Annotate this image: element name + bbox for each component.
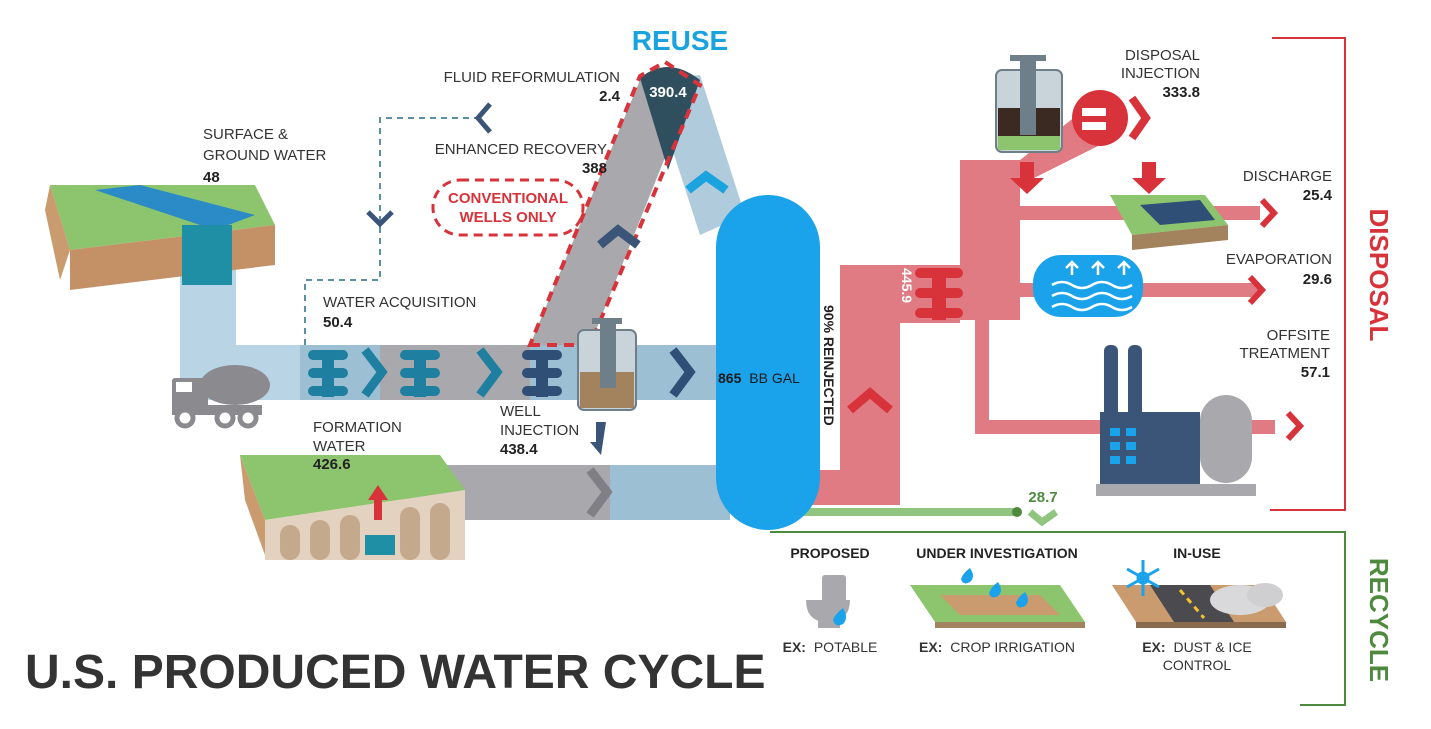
investigation-text: CROP IRRIGATION <box>950 639 1075 655</box>
enhanced-recovery-label: ENHANCED RECOVERY <box>435 141 607 158</box>
factory-icon <box>1096 345 1256 496</box>
water-acquisition-value: 50.4 <box>323 314 353 331</box>
evaporation-value: 29.6 <box>1303 271 1332 288</box>
well-injection-value: 438.4 <box>500 441 538 458</box>
disposal-label: DISPOSAL <box>1364 209 1394 342</box>
evaporation-pond-icon <box>1033 255 1143 317</box>
well-injection-label: WELL <box>500 403 541 420</box>
enhanced-recovery-value: 388 <box>582 160 607 177</box>
formation-water-block <box>240 455 465 560</box>
disposal-wellhead-icon <box>995 55 1063 153</box>
conventional-wells-line2: WELLS ONLY <box>460 209 557 226</box>
snowflake-icon <box>1126 560 1160 596</box>
disposal-riser <box>800 265 900 505</box>
investigation-ex: EX: <box>919 639 942 655</box>
reuse-up-pipe <box>530 80 690 345</box>
storage-tank <box>716 195 820 530</box>
offsite-treatment-label: OFFSITE <box>1267 327 1330 344</box>
toilet-icon <box>806 575 850 628</box>
reuse-peak-value: 390.4 <box>649 84 687 101</box>
recycle-label: RECYCLE <box>1364 558 1394 682</box>
formation-water-value: 426.6 <box>313 456 351 473</box>
proposed-ex: EX: <box>783 639 806 655</box>
in-use-heading: IN-USE <box>1173 545 1220 561</box>
in-use-example-2: CONTROL <box>1163 657 1232 673</box>
tank-value: 865 BB GAL <box>718 370 800 386</box>
connector-1 <box>308 350 348 397</box>
irrigation-field-icon <box>910 568 1085 628</box>
disposal-connector <box>915 268 963 320</box>
recycle-flow-value: 28.7 <box>1028 489 1057 506</box>
down-arrow-icon <box>590 422 606 455</box>
connector-2 <box>400 350 440 397</box>
reuse-label: REUSE <box>632 25 728 56</box>
reuse-peak <box>640 66 700 170</box>
conventional-wells-line1: CONVENTIONAL <box>448 190 568 207</box>
formation-water-label: FORMATION <box>313 419 402 436</box>
recycle-pipe <box>780 508 1020 516</box>
road-dust-ice-icon <box>1112 583 1286 628</box>
surface-water-value: 48 <box>203 169 220 186</box>
disposal-total-value: 445.9 <box>899 268 915 303</box>
disposal-valve <box>1072 90 1128 146</box>
down-arrow-icon <box>1132 162 1166 194</box>
offsite-treatment-label-2: TREATMENT <box>1239 345 1330 362</box>
in-use-example: EX: DUST & ICE <box>1142 639 1252 655</box>
surface-water-label: SURFACE & <box>203 126 288 143</box>
connector-3 <box>522 350 562 397</box>
investigation-heading: UNDER INVESTIGATION <box>916 545 1078 561</box>
evaporation-label: EVAPORATION <box>1226 251 1332 268</box>
discharge-land-icon <box>1110 195 1228 250</box>
surface-water-label-2: GROUND WATER <box>203 147 326 164</box>
surface-water-block <box>45 185 275 290</box>
proposed-heading: PROPOSED <box>790 545 869 561</box>
investigation-example: EX: CROP IRRIGATION <box>919 639 1075 655</box>
fluid-reformulation-label: FLUID REFORMULATION <box>444 69 620 86</box>
disposal-injection-label: DISPOSAL <box>1125 47 1200 64</box>
in-use-ex: EX: <box>1142 639 1165 655</box>
discharge-value: 25.4 <box>1303 187 1333 204</box>
proposed-text: POTABLE <box>814 639 878 655</box>
well-injection-label-2: INJECTION <box>500 422 579 439</box>
discharge-label: DISCHARGE <box>1243 168 1332 185</box>
page-title: U.S. PRODUCED WATER CYCLE <box>25 646 765 699</box>
disposal-injection-label-2: INJECTION <box>1121 65 1200 82</box>
tank-unit: BB GAL <box>749 370 800 386</box>
tank-number: 865 <box>718 370 742 386</box>
conventional-wells-badge <box>431 178 585 237</box>
reinjected-label: 90% REINJECTED <box>821 305 837 426</box>
fluid-reformulation-value: 2.4 <box>599 88 621 105</box>
formation-water-label-2: WATER <box>313 438 366 455</box>
up-arrow-icon <box>368 485 388 520</box>
mixer-truck-icon <box>172 365 270 429</box>
disposal-injection-value: 333.8 <box>1162 84 1200 101</box>
offsite-treatment-value: 57.1 <box>1301 364 1330 381</box>
down-arrow-icon <box>1010 162 1044 194</box>
wellhead-icon <box>577 318 637 411</box>
water-acquisition-label: WATER ACQUISITION <box>323 294 476 311</box>
proposed-example: EX: POTABLE <box>783 639 878 655</box>
in-use-text: DUST & ICE <box>1173 639 1251 655</box>
